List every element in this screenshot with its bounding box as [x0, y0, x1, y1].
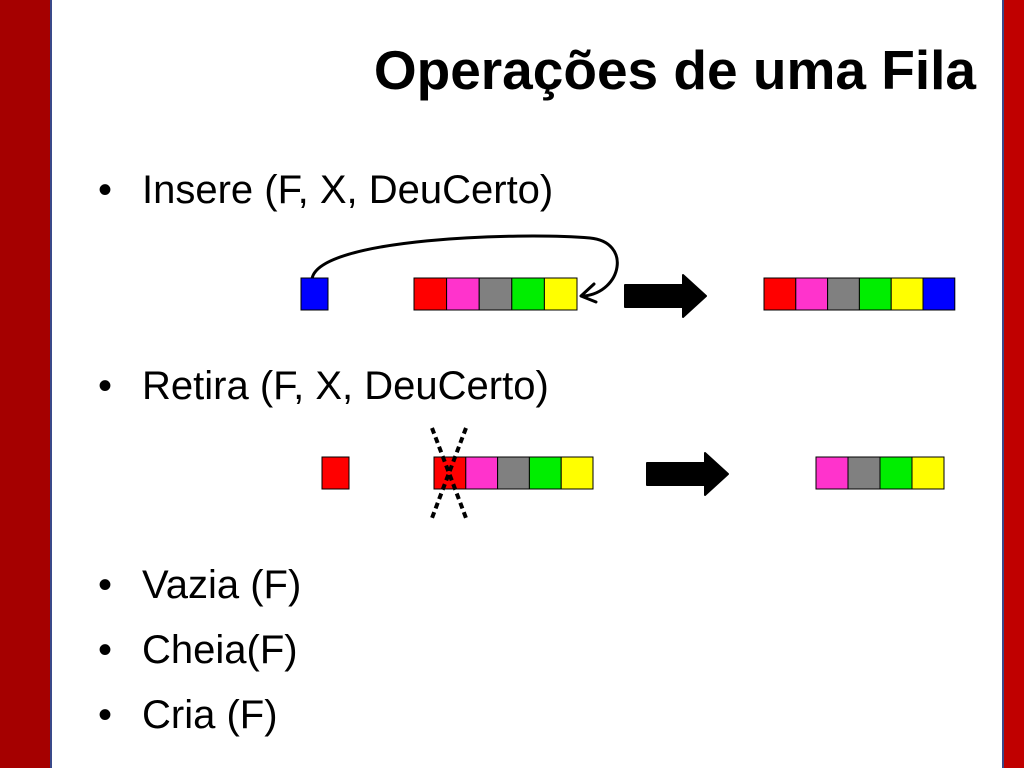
bullet-symbol: • — [98, 693, 113, 737]
remove-removed-item-cell-red — [321, 456, 350, 490]
remove-queue-before-cell-green — [528, 456, 562, 490]
bullet-insere: • Insere (F, X, DeuCerto) — [98, 168, 553, 213]
insert-curved-arrowhead — [579, 282, 598, 304]
insert-queue-after-cell-blue — [922, 277, 956, 311]
remove-cross-line-b — [430, 427, 468, 519]
insert-queue-before-cell-green — [511, 277, 545, 311]
bullet-symbol: • — [98, 364, 113, 408]
insert-queue-before-cell-gray — [478, 277, 513, 311]
remove-cross-line-a — [430, 427, 468, 519]
remove-queue-after-cell-gray — [847, 456, 881, 490]
remove-queue-before-cell-yellow — [560, 456, 594, 490]
remove-queue-after-cell-yellow — [911, 456, 945, 490]
bullet-retira: • Retira (F, X, DeuCerto) — [98, 364, 549, 409]
bullet-text: Cria (F) — [142, 693, 278, 737]
insert-queue-before-cell-red — [413, 277, 448, 311]
bullet-text: Retira (F, X, DeuCerto) — [142, 364, 549, 408]
insert-queue-before-cell-magenta — [446, 277, 480, 311]
remove-queue-before-cell-magenta — [465, 456, 499, 490]
remove-queue-before-cell-red — [433, 456, 467, 490]
insert-queue-after-cell-yellow — [890, 277, 924, 311]
bullet-vazia: • Vazia (F) — [98, 563, 301, 608]
bullet-text: Vazia (F) — [142, 563, 302, 607]
left-frame-bar — [0, 0, 52, 768]
bullet-text: Cheia(F) — [142, 628, 298, 672]
insert-new-item-cell-blue — [300, 277, 329, 311]
insert-curved-arrow — [310, 234, 619, 298]
bullet-cheia: • Cheia(F) — [98, 628, 298, 673]
insert-queue-after-cell-red — [763, 277, 797, 311]
bullet-symbol: • — [98, 628, 113, 672]
insert-queue-after-cell-gray — [827, 277, 860, 311]
bullet-symbol: • — [98, 168, 113, 212]
remove-result-arrow — [646, 452, 729, 496]
bullet-text: Insere (F, X, DeuCerto) — [142, 168, 554, 212]
remove-queue-after-cell-magenta — [815, 456, 849, 490]
remove-queue-after-cell-green — [879, 456, 913, 490]
insert-queue-before-cell-yellow — [543, 277, 578, 311]
right-frame-bar — [1002, 0, 1024, 768]
insert-result-arrow — [624, 274, 707, 318]
bullet-cria: • Cria (F) — [98, 693, 278, 738]
bullet-symbol: • — [98, 563, 113, 607]
slide-title: Operações de uma Fila — [373, 39, 976, 101]
insert-queue-after-cell-green — [858, 277, 892, 311]
insert-queue-after-cell-magenta — [795, 277, 829, 311]
remove-queue-before-cell-gray — [497, 456, 530, 490]
